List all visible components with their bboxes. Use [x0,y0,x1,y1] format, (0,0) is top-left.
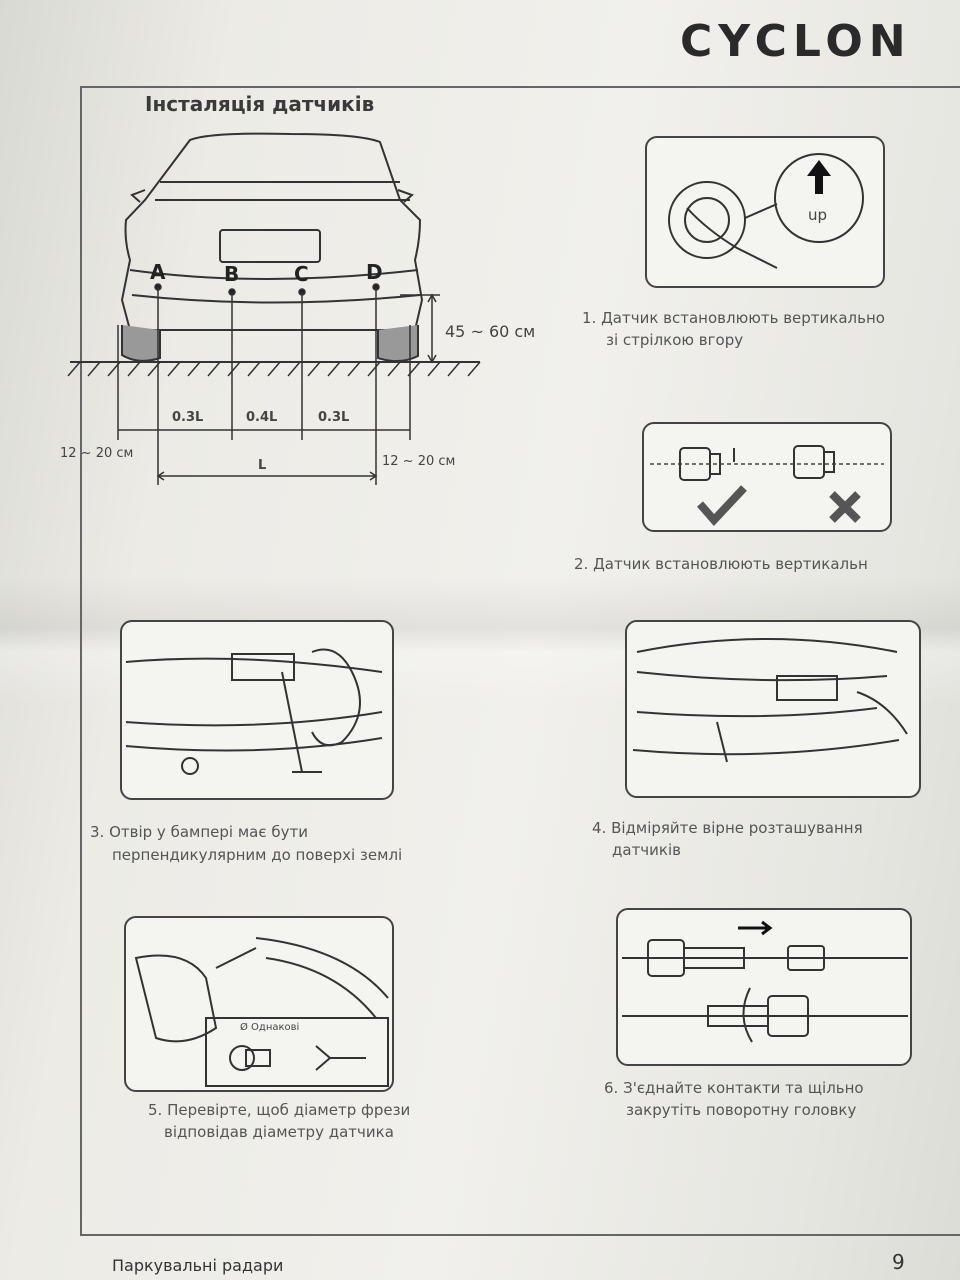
footer-title: Паркувальні радари [112,1256,284,1275]
brand-logo: CYCLON [680,16,912,67]
step3-caption-2: перпендикулярним до поверхі землі [112,846,403,864]
step3-illustration [120,620,394,800]
cross-icon [829,491,861,523]
step2-caption: 2. Датчик встановлюють вертикальн [574,555,868,573]
spacing-label-2: 0.4L [246,410,278,425]
step4-caption-1: 4. Відміряйте вірне розташування [592,819,863,837]
check-icon [696,485,747,526]
license-plate [776,675,838,701]
step4-illustration [625,620,921,798]
step5-illustration [124,916,394,1092]
up-arrow-icon [807,160,831,194]
edge-left-label: 12 ~ 20 см [60,446,134,461]
edge-right-label: 12 ~ 20 см [382,454,456,469]
step6-illustration [616,908,912,1066]
step1-arrow-label: up [808,206,828,224]
sensor-label-b: B [224,262,240,286]
content-frame [80,86,960,1236]
step1-caption-1: 1. Датчик встановлюють вертикально [582,309,885,327]
license-plate [231,653,295,681]
car-body-outline [120,132,424,331]
rotate-icon [742,987,753,1043]
license-plate [219,229,321,263]
step3-caption-1: 3. Отвір у бампері має бути [90,823,308,841]
step4-caption-2: датчиків [612,841,681,859]
sensor-label-d: D [366,260,383,284]
step2-illustration [642,422,892,532]
step6-caption-1: 6. З'єднайте контакти та щільно [604,1079,864,1097]
step5-caption-1: 5. Перевірте, щоб діаметр фрези [148,1101,411,1119]
sensor-label-a: A [150,260,166,284]
step1-caption-2: зі стрілкою вгору [606,331,744,349]
left-wheel [121,325,161,362]
push-arrow-icon [738,920,773,936]
sensor-label-c: C [294,262,309,286]
right-wheel [377,325,419,362]
step5-inset-label: Ø Однакові [240,1022,300,1033]
step5-caption-2: відповідав діаметру датчика [164,1123,394,1141]
step6-caption-2: закрутіть поворотну головку [626,1101,857,1119]
page-number: 9 [892,1250,905,1274]
height-label: 45 ~ 60 см [445,322,536,341]
spacing-label-3: 0.3L [318,410,350,425]
spacing-label-1: 0.3L [172,410,204,425]
sensor-wrong [793,445,825,479]
step1-illustration [645,136,885,288]
car-rear-diagram [67,132,481,485]
length-label: L [258,458,267,473]
drill-icon [134,954,218,1043]
section-title: Інсталяція датчиків [145,92,375,116]
inset-panel [205,1017,389,1087]
